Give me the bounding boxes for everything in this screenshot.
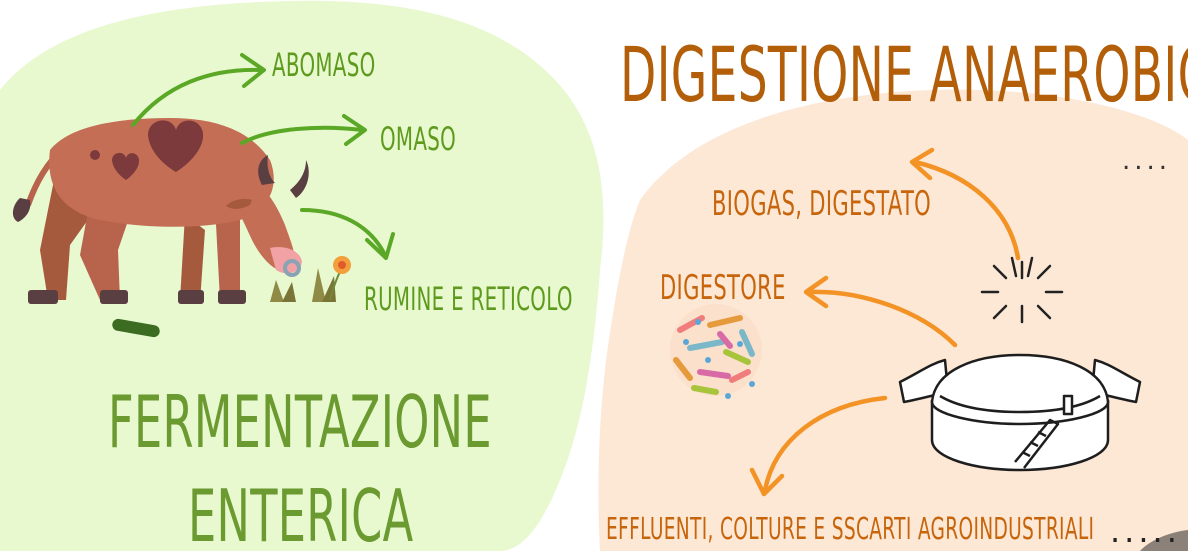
digester-tank-icon [0,0,1188,551]
